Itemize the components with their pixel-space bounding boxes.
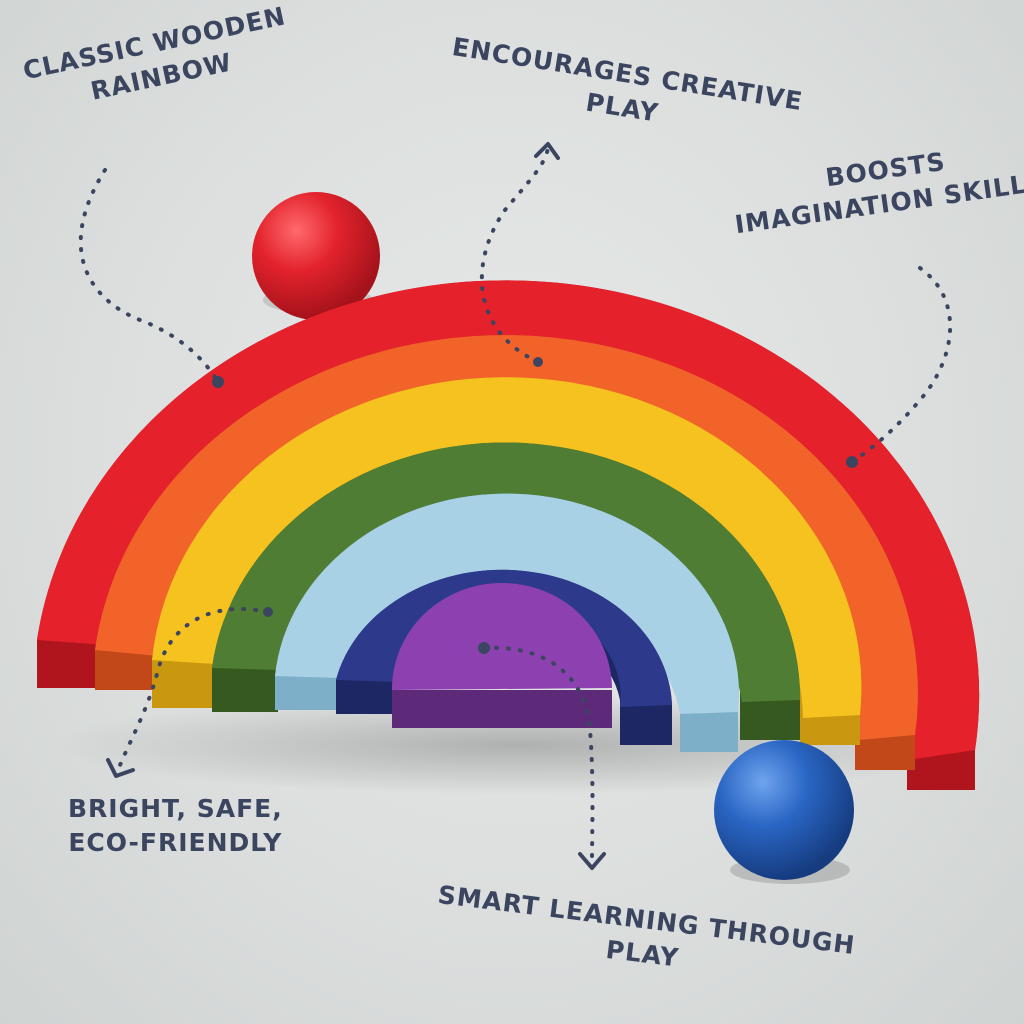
purple-semicircle [391,582,612,690]
arc-yellow [152,377,862,718]
label-safe-line2: Eco-Friendly [68,828,283,857]
rainbow-arcs [37,280,980,790]
blue-ball [714,740,854,880]
connector-classic [78,168,220,384]
arc-light-blue [275,493,739,714]
label-bright-safe-eco-friendly: Bright, Safe, Eco-Friendly [68,792,283,860]
arc-navy [336,569,672,707]
arrowhead-creative [534,142,560,160]
connector-learning [482,645,595,864]
dot-imagination [846,456,858,468]
connector-creative [479,146,550,364]
label-safe-line1: Bright, Safe, [68,794,283,823]
arc-green [212,442,801,702]
dot-creative [533,357,543,367]
arrowhead-learning [578,852,606,870]
arrowhead-safe [106,758,135,778]
dot-classic [212,376,224,388]
dot-learning [478,642,490,654]
red-ball [252,192,380,320]
dot-safe [263,607,273,617]
